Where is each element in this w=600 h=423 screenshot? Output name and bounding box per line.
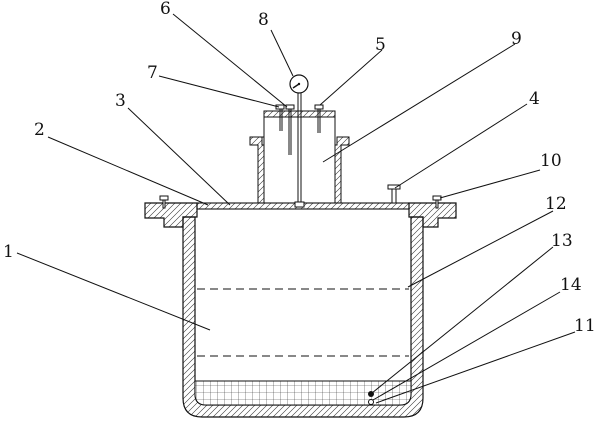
valve-4 xyxy=(387,184,401,204)
label-10: 10 xyxy=(540,151,562,171)
bottom-mesh-layer xyxy=(194,380,412,406)
cap-bolt-7 xyxy=(275,104,285,131)
cap-bolt-5 xyxy=(314,104,324,133)
right-flange xyxy=(408,202,457,228)
flange-bolt-left xyxy=(159,195,169,209)
vessel xyxy=(182,216,424,418)
upper-cap xyxy=(263,110,336,118)
label-4: 4 xyxy=(529,89,540,109)
cap-bolt-6 xyxy=(285,104,295,155)
label-11: 11 xyxy=(574,316,596,336)
label-13: 13 xyxy=(551,231,573,251)
stem-foot xyxy=(294,201,305,208)
label-3: 3 xyxy=(115,91,126,111)
label-9: 9 xyxy=(511,29,522,49)
label-5: 5 xyxy=(375,35,386,55)
label-7: 7 xyxy=(147,63,158,83)
upper-chamber xyxy=(249,74,350,208)
pressure-gauge-icon xyxy=(289,74,309,94)
label-14: 14 xyxy=(560,275,582,295)
leader-lines xyxy=(16,13,576,404)
label-2: 2 xyxy=(34,120,45,140)
part-labels: 1 2 3 4 5 6 7 8 9 10 11 12 13 14 xyxy=(3,0,596,336)
label-6: 6 xyxy=(160,0,171,19)
sensor-14 xyxy=(368,399,374,405)
upper-chamber-wall xyxy=(249,136,265,204)
label-8: 8 xyxy=(258,10,269,30)
label-12: 12 xyxy=(545,194,567,214)
upper-chamber-wall-right xyxy=(334,136,350,204)
label-1: 1 xyxy=(3,242,14,262)
